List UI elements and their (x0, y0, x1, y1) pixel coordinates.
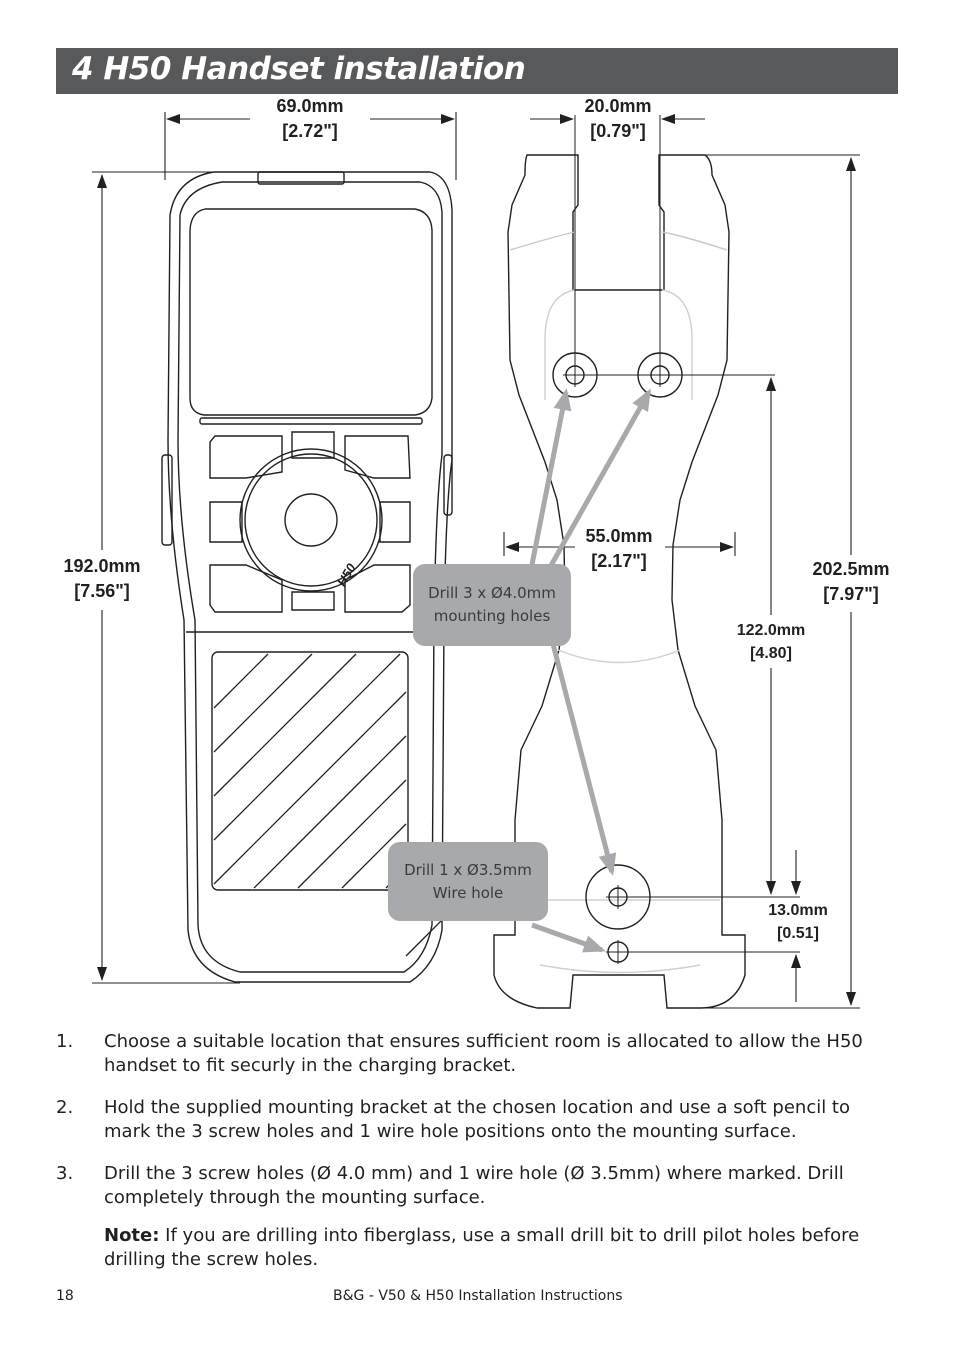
installation-steps: 1. Choose a suitable location that ensur… (56, 1030, 896, 1228)
section-title-bar: 4 H50 Handset installation (56, 48, 898, 94)
handset-height-in: [7.56"] (74, 581, 130, 601)
handset-height-label: 192.0mm [7.56"] (52, 554, 152, 604)
handset-width-in: [2.72"] (282, 121, 338, 141)
grille-line (213, 691, 407, 885)
bracket-height-label: 202.5mm [7.97"] (801, 557, 901, 607)
step-3-number: 3. (56, 1163, 74, 1184)
grille-line (213, 653, 313, 753)
grille-line (253, 735, 407, 889)
callout-wire-line2: Wire hole (432, 883, 504, 902)
dimension-lines (92, 112, 860, 1009)
callout-mounting-line1: Drill 3 x Ø4.0mm (428, 584, 556, 602)
callout-wire-hole: Drill 1 x Ø3.5mm Wire hole (388, 842, 548, 921)
step-2-number: 2. (56, 1097, 74, 1118)
handset-drawing (161, 171, 453, 983)
bracket-width-mm: 55.0mm (585, 526, 653, 546)
bracket-width-label: 55.0mm [2.17"] (574, 524, 664, 574)
step-1-number: 1. (56, 1031, 74, 1052)
step-3: 3. Drill the 3 screw holes (Ø 4.0 mm) an… (56, 1162, 896, 1210)
hole-spacing-in: [4.80] (750, 645, 792, 662)
note-text: If you are drilling into fiberglass, use… (104, 1225, 860, 1270)
footer-document-title: B&G - V50 & H50 Installation Instruction… (333, 1288, 623, 1304)
hole-spacing-label: 122.0mm [4.80] (720, 619, 822, 665)
callout-mounting-holes: Drill 3 x Ø4.0mm mounting holes (413, 564, 571, 646)
step-2-text: Hold the supplied mounting bracket at th… (104, 1097, 851, 1142)
wire-offset-mm: 13.0mm (768, 902, 828, 919)
hole-spacing-mm: 122.0mm (736, 622, 806, 639)
callout-arrows (525, 388, 652, 953)
grille-line (297, 779, 407, 889)
handset-width-mm: 69.0mm (276, 96, 344, 116)
step-1-text: Choose a suitable location that ensures … (104, 1031, 863, 1076)
bracket-top-gap-mm: 20.0mm (584, 96, 652, 116)
bracket-top-gap-label: 20.0mm [0.79"] (570, 94, 666, 144)
bracket-height-in: [7.97"] (823, 584, 879, 604)
section-title: 4 H50 Handset installation (72, 51, 526, 87)
step-2: 2. Hold the supplied mounting bracket at… (56, 1096, 896, 1144)
wire-offset-label: 13.0mm [0.51] (752, 899, 844, 945)
page-number: 18 (56, 1288, 74, 1304)
step-3-text: Drill the 3 screw holes (Ø 4.0 mm) and 1… (104, 1163, 844, 1208)
handset-width-label: 69.0mm [2.72"] (250, 94, 370, 144)
grille-line (213, 653, 269, 709)
step-1: 1. Choose a suitable location that ensur… (56, 1030, 896, 1078)
bracket-width-in: [2.17"] (591, 551, 647, 571)
hole-crosshairs (563, 115, 800, 964)
note-label: Note: (104, 1225, 160, 1246)
handset-height-mm: 192.0mm (63, 556, 141, 576)
grille-line (213, 653, 357, 797)
wire-offset-in: [0.51] (777, 925, 819, 942)
callout-wire-line1: Drill 1 x Ø3.5mm (404, 860, 532, 879)
bracket-height-mm: 202.5mm (812, 559, 890, 579)
grille-line (341, 823, 407, 889)
grille-line (213, 653, 401, 841)
note-paragraph: Note: If you are drilling into fiberglas… (104, 1224, 896, 1272)
bracket-top-gap-in: [0.79"] (590, 121, 646, 141)
callout-mounting-line2: mounting holes (433, 607, 551, 625)
